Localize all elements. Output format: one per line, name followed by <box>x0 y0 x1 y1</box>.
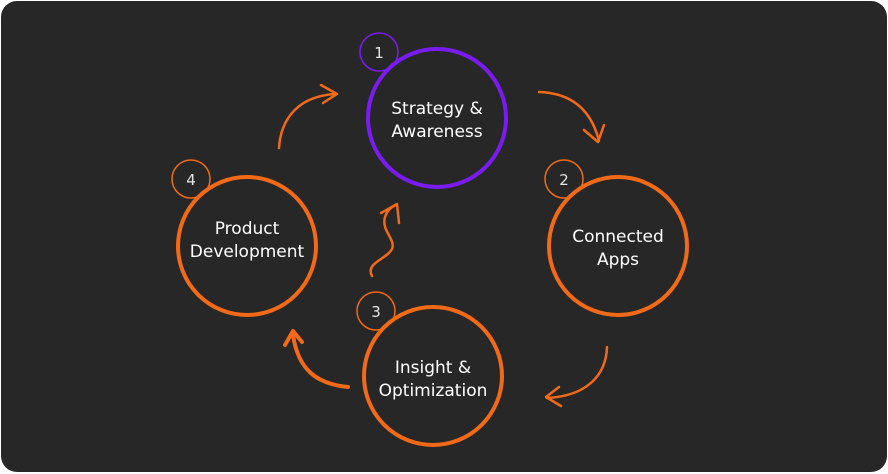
step-3-node: 3 Insight & Optimization <box>356 291 504 447</box>
step-4-number-badge <box>171 159 211 199</box>
step-2-node: 2 Connected Apps <box>544 159 689 317</box>
step-1-number-badge <box>359 32 399 72</box>
arrow-4-to-1 <box>277 83 339 150</box>
step-1-label-line2: Awareness <box>391 122 482 142</box>
step-3-number: 3 <box>371 303 381 321</box>
arrow-2-to-3 <box>544 345 609 408</box>
step-3-circle <box>362 305 504 447</box>
arrow-3-to-4 <box>283 329 350 389</box>
step-4-label-line2: Development <box>190 242 305 262</box>
step-3-number-badge <box>356 291 396 331</box>
step-1-node: 1 Strategy & Awareness <box>359 32 508 189</box>
step-1-number: 1 <box>374 44 384 62</box>
step-2-number: 2 <box>559 171 569 189</box>
step-2-number-badge <box>544 159 584 199</box>
step-4-number: 4 <box>186 171 196 189</box>
arrow-1-to-2 <box>537 90 606 144</box>
step-1-label-line1: Strategy & <box>391 99 483 119</box>
squiggle-arrow-to-1 <box>369 202 401 278</box>
step-2-label-line2: Apps <box>597 250 639 270</box>
step-3-label-line2: Optimization <box>379 381 488 401</box>
step-2-circle <box>547 175 689 317</box>
step-4-circle <box>176 175 318 317</box>
step-4-label-line1: Product <box>215 219 280 239</box>
step-2-label-line1: Connected <box>572 227 664 247</box>
step-4-node: 4 Product Development <box>171 159 318 317</box>
step-1-circle <box>366 47 508 189</box>
step-3-label-line1: Insight & <box>395 358 471 378</box>
